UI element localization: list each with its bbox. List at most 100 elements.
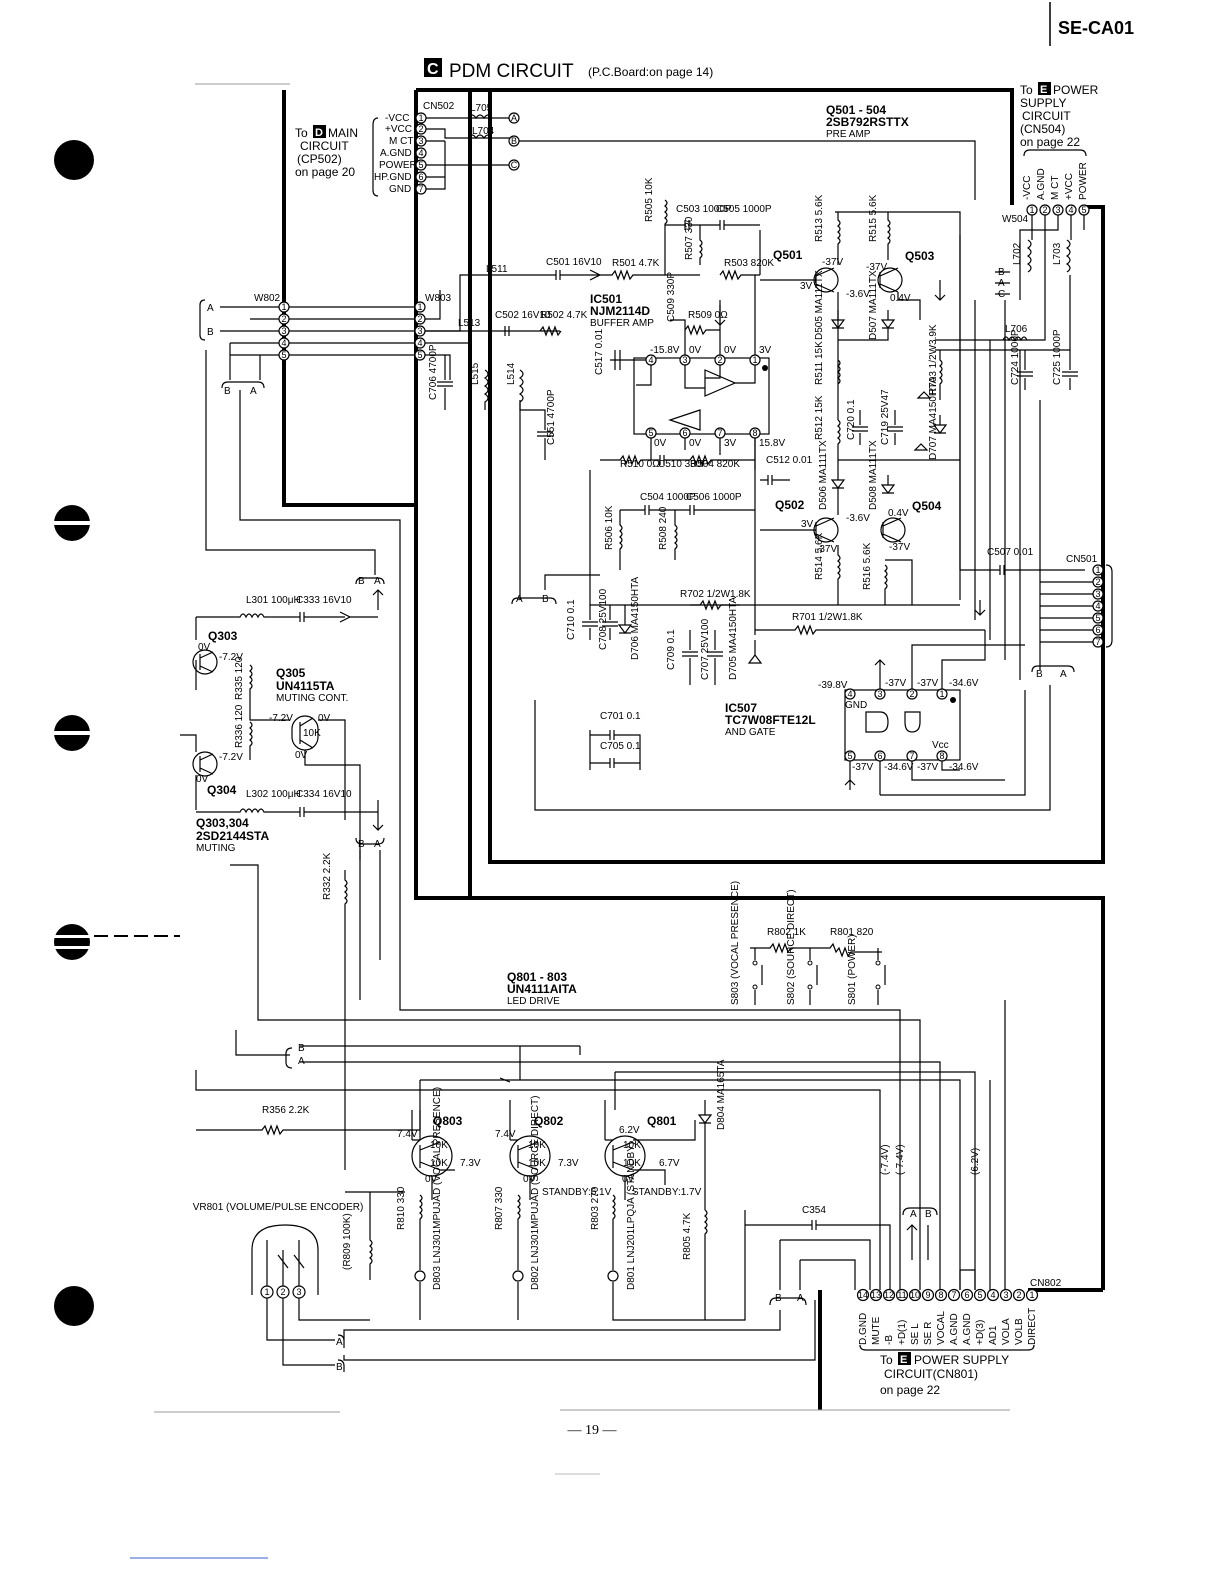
svg-text:3: 3 bbox=[682, 355, 687, 365]
board-outline bbox=[282, 88, 1105, 1410]
svg-text:R701 1/2W1.8K: R701 1/2W1.8K bbox=[792, 612, 863, 623]
svg-text:0V: 0V bbox=[724, 345, 737, 356]
svg-text:C: C bbox=[998, 289, 1005, 300]
svg-text:12: 12 bbox=[884, 1290, 894, 1300]
svg-text:E: E bbox=[900, 1354, 907, 1366]
cn501-pins: 1 2 3 4 5 6 7 bbox=[1092, 564, 1104, 648]
svg-text:8: 8 bbox=[752, 428, 757, 438]
svg-text:D508 MA111TX: D508 MA111TX bbox=[868, 440, 879, 510]
svg-text:10K: 10K bbox=[623, 1158, 641, 1169]
q501-label: Q501 bbox=[773, 248, 803, 262]
svg-text:on page 22: on page 22 bbox=[1020, 135, 1080, 149]
svg-text:1: 1 bbox=[264, 1287, 269, 1297]
svg-text:Q305: Q305 bbox=[276, 666, 306, 680]
svg-text:0.4V: 0.4V bbox=[890, 293, 911, 304]
svg-text:2: 2 bbox=[1016, 1290, 1021, 1300]
svg-text:2: 2 bbox=[281, 314, 286, 324]
svg-text:2: 2 bbox=[418, 124, 423, 134]
svg-text:0V: 0V bbox=[654, 438, 667, 449]
svg-text:A.GND: A.GND bbox=[949, 1313, 960, 1345]
svg-text:-37V: -37V bbox=[889, 542, 910, 553]
svg-text:3: 3 bbox=[296, 1287, 301, 1297]
svg-text:R702 1/2W1.8K: R702 1/2W1.8K bbox=[680, 589, 751, 600]
svg-text:3V: 3V bbox=[759, 345, 772, 356]
model-name: SE-CA01 bbox=[1058, 18, 1134, 38]
svg-text:C701 0.1: C701 0.1 bbox=[600, 711, 641, 722]
svg-text:10K: 10K bbox=[303, 728, 321, 739]
svg-text:A: A bbox=[374, 576, 381, 587]
svg-text:R802 1K: R802 1K bbox=[767, 927, 806, 938]
svg-text:(CN504): (CN504) bbox=[1020, 122, 1065, 136]
svg-text:MUTING CONT.: MUTING CONT. bbox=[276, 693, 348, 704]
svg-text:R514 5.6K: R514 5.6K bbox=[814, 532, 825, 580]
svg-text:R356 2.2K: R356 2.2K bbox=[262, 1105, 310, 1116]
svg-text:-15.8V: -15.8V bbox=[650, 345, 680, 356]
svg-text:-34.6V: -34.6V bbox=[949, 762, 979, 773]
q801-stage: Q801 10K 10K 6.2V 6.7V 0V STANDBY:6.1V S… bbox=[542, 1059, 891, 1321]
svg-text:R332 2.2K: R332 2.2K bbox=[322, 852, 333, 900]
title-letter: C bbox=[427, 61, 439, 78]
cn802-pins: 14 13 12 11 10 9 8 7 6 5 4 3 2 1 bbox=[856, 1288, 1039, 1302]
title-name: PDM CIRCUIT bbox=[449, 61, 574, 82]
svg-text:C725 1000P: C725 1000P bbox=[1052, 329, 1063, 385]
svg-text:R509 0Ω: R509 0Ω bbox=[688, 310, 728, 321]
svg-text:2: 2 bbox=[1095, 577, 1100, 587]
svg-text:-7.2V: -7.2V bbox=[269, 713, 293, 724]
svg-text:(-7.4V): (-7.4V) bbox=[880, 1144, 891, 1175]
svg-text:0V: 0V bbox=[196, 774, 209, 785]
svg-text:CIRCUIT: CIRCUIT bbox=[300, 139, 349, 153]
svg-text:D.GND: D.GND bbox=[858, 1313, 869, 1345]
svg-text:GND: GND bbox=[845, 700, 867, 711]
svg-text:To: To bbox=[295, 126, 308, 140]
svg-text:10K: 10K bbox=[528, 1140, 546, 1151]
svg-text:R810 330: R810 330 bbox=[396, 1186, 407, 1230]
svg-text:POWER: POWER bbox=[379, 160, 417, 171]
svg-text:L513: L513 bbox=[458, 318, 481, 329]
svg-text:A: A bbox=[207, 303, 214, 314]
svg-text:R335 120: R335 120 bbox=[234, 656, 245, 700]
cn502-connector: CN502 -VCC +VCC M CT A.GND POWER HP.GND … bbox=[372, 101, 976, 200]
svg-text:R510 0Ω: R510 0Ω bbox=[620, 459, 660, 470]
q801-label: Q801 bbox=[647, 1114, 677, 1128]
svg-text:A: A bbox=[797, 1293, 804, 1304]
svg-text:L515: L515 bbox=[470, 362, 481, 385]
svg-text:D507 MA111TX: D507 MA111TX bbox=[868, 270, 879, 340]
svg-text:+D(3): +D(3) bbox=[975, 1320, 986, 1345]
ic501-lower-network: C504 1000P C506 1000P R506 10K R508 240 … bbox=[566, 438, 985, 770]
svg-text:B: B bbox=[207, 327, 214, 338]
q802-label: Q802 bbox=[534, 1114, 564, 1128]
svg-text:D707 MA4150HTA: D707 MA4150HTA bbox=[928, 376, 939, 460]
svg-text:5: 5 bbox=[847, 751, 852, 761]
svg-text:M CT: M CT bbox=[389, 136, 413, 147]
svg-text:C512 0.01: C512 0.01 bbox=[766, 455, 813, 466]
svg-text:B: B bbox=[775, 1293, 782, 1304]
svg-text:D506 MA111TX: D506 MA111TX bbox=[818, 440, 829, 510]
q503-label: Q503 bbox=[905, 249, 935, 263]
svg-text:C510 330P: C510 330P bbox=[658, 459, 708, 470]
muting-section: B A L301 100μH C333 16V10 Q303 0V -7.2V … bbox=[180, 350, 921, 1290]
svg-text:14: 14 bbox=[858, 1290, 868, 1300]
svg-text:SE L: SE L bbox=[910, 1323, 921, 1345]
svg-text:6.2V: 6.2V bbox=[619, 1125, 640, 1136]
svg-text:L704: L704 bbox=[472, 126, 495, 137]
svg-text:SUPPLY: SUPPLY bbox=[1020, 96, 1066, 110]
svg-text:IC501: IC501 bbox=[590, 292, 622, 306]
svg-text:C706 4700P: C706 4700P bbox=[428, 344, 439, 400]
svg-text:-37V: -37V bbox=[917, 678, 938, 689]
q502-label: Q502 bbox=[775, 498, 805, 512]
svg-text:4: 4 bbox=[1095, 601, 1100, 611]
q501-q503-stage: R513 5.6K R515 5.6K Q501 -37V 3V -3.6V Q… bbox=[760, 194, 961, 600]
svg-text:8: 8 bbox=[938, 1290, 943, 1300]
svg-text:2: 2 bbox=[417, 314, 422, 324]
svg-text:TC7W08FTE12L: TC7W08FTE12L bbox=[725, 713, 816, 727]
svg-text:CN502: CN502 bbox=[423, 101, 455, 112]
svg-text:-37V: -37V bbox=[917, 762, 938, 773]
svg-text:5: 5 bbox=[648, 428, 653, 438]
svg-text:B: B bbox=[925, 1209, 932, 1220]
svg-text:10K: 10K bbox=[430, 1140, 448, 1151]
svg-text:S802 (SOURCE DIRECT): S802 (SOURCE DIRECT) bbox=[786, 889, 797, 1005]
svg-text:-VCC: -VCC bbox=[385, 113, 409, 124]
svg-text:A: A bbox=[336, 1337, 343, 1348]
svg-text:1: 1 bbox=[281, 302, 286, 312]
to-power-supply-bottom: To E POWER SUPPLY CIRCUIT(CN801) on page… bbox=[880, 1352, 1009, 1397]
